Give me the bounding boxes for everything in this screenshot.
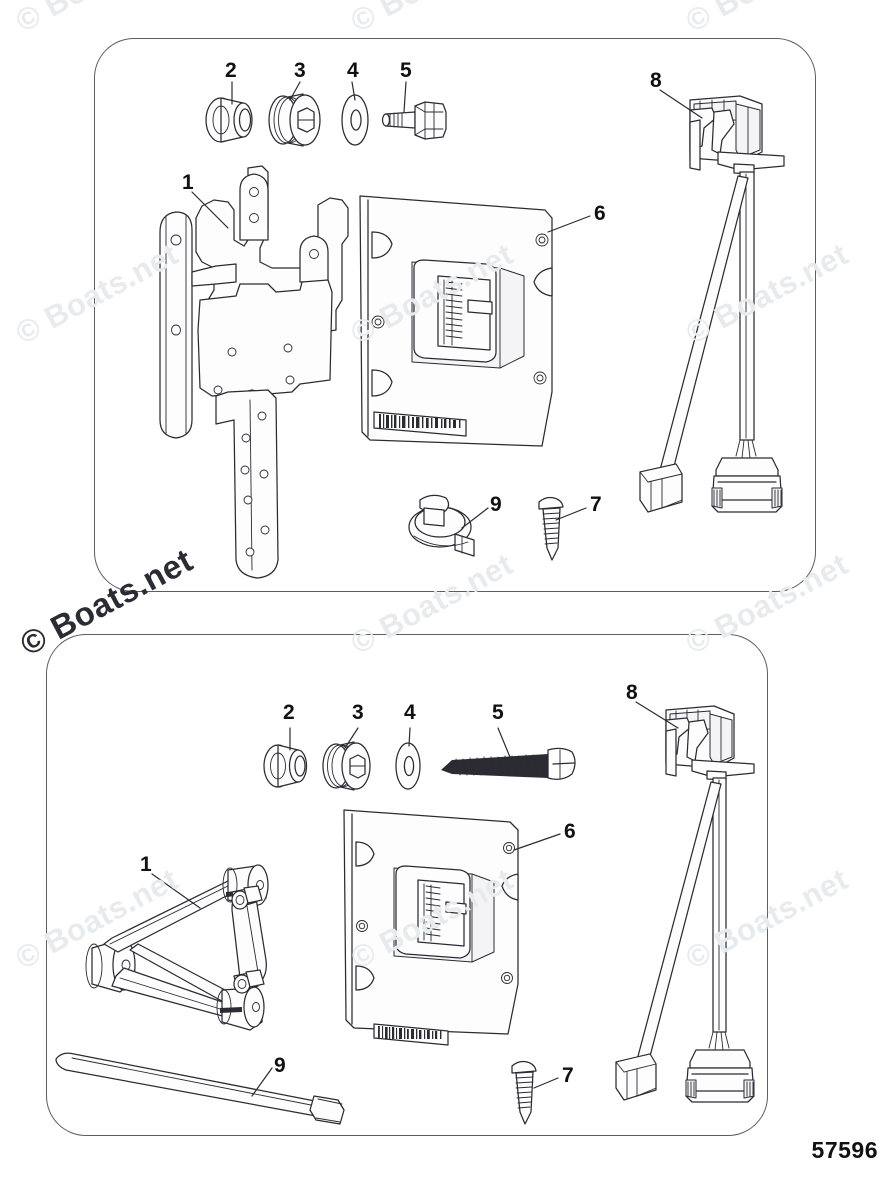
callout-bottom-9: 9: [274, 1054, 286, 1077]
callout-top-9: 9: [490, 493, 502, 516]
callout-bottom-7: 7: [562, 1064, 574, 1087]
callout-bottom-8: 8: [626, 681, 638, 704]
callout-top-4: 5: [400, 59, 412, 82]
callout-top-1: 2: [225, 59, 237, 82]
callout-top-2: 3: [294, 59, 306, 82]
callout-top-5: 1: [182, 171, 194, 194]
watermark-0: © Boats.net: [10, 0, 184, 40]
callout-top-6: 6: [594, 202, 606, 225]
callout-bottom-1: 2: [283, 701, 295, 724]
callout-bottom-5: 1: [140, 853, 152, 876]
callout-top-8: 8: [650, 69, 662, 92]
callout-top-3: 4: [347, 59, 359, 82]
panel-upper-variant: [94, 38, 816, 592]
callout-bottom-6: 6: [564, 820, 576, 843]
panel-lower-variant: [46, 634, 768, 1136]
watermark-1: © Boats.net: [345, 0, 519, 40]
watermark-2: © Boats.net: [680, 0, 854, 40]
callout-top-7: 7: [590, 493, 602, 516]
callout-bottom-3: 4: [404, 701, 416, 724]
diagram-reference-number: 57596: [811, 1137, 878, 1163]
callout-bottom-4: 5: [492, 701, 504, 724]
callout-bottom-2: 3: [352, 701, 364, 724]
